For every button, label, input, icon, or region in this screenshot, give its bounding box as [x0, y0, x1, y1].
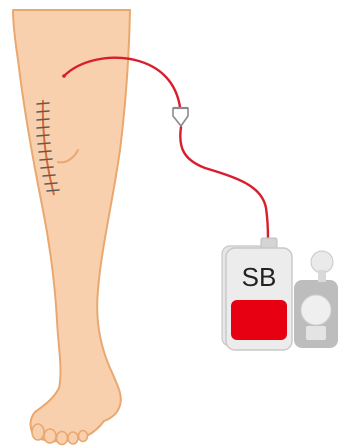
toe-1 [32, 424, 44, 440]
stitch [37, 119, 49, 120]
stitch [43, 175, 55, 176]
stitch [39, 151, 51, 152]
blood-reservoir [231, 300, 287, 340]
device-label: SB [242, 262, 277, 292]
stitch [47, 190, 59, 191]
stitch [37, 135, 49, 136]
bulb-base [306, 326, 326, 340]
stitch [45, 183, 57, 184]
leg [13, 10, 130, 445]
stitch [38, 143, 50, 144]
toe-4 [68, 432, 78, 444]
y-connector-icon [173, 108, 188, 126]
bulb-top [311, 251, 333, 273]
bulb-stem [318, 270, 326, 282]
toe-3 [57, 432, 68, 445]
tube-lower [180, 127, 268, 238]
stitch [40, 159, 52, 160]
stitch [37, 111, 49, 112]
toe-2 [44, 429, 56, 443]
drainage-device: SB [222, 238, 338, 350]
bulb-main [301, 295, 331, 325]
toe-5 [79, 431, 88, 442]
stitch [37, 127, 49, 128]
stitch [41, 167, 53, 168]
suction-bulb-icon [294, 251, 338, 348]
stitch [37, 103, 49, 104]
connector-body [173, 108, 188, 126]
leg-shape [13, 10, 130, 441]
